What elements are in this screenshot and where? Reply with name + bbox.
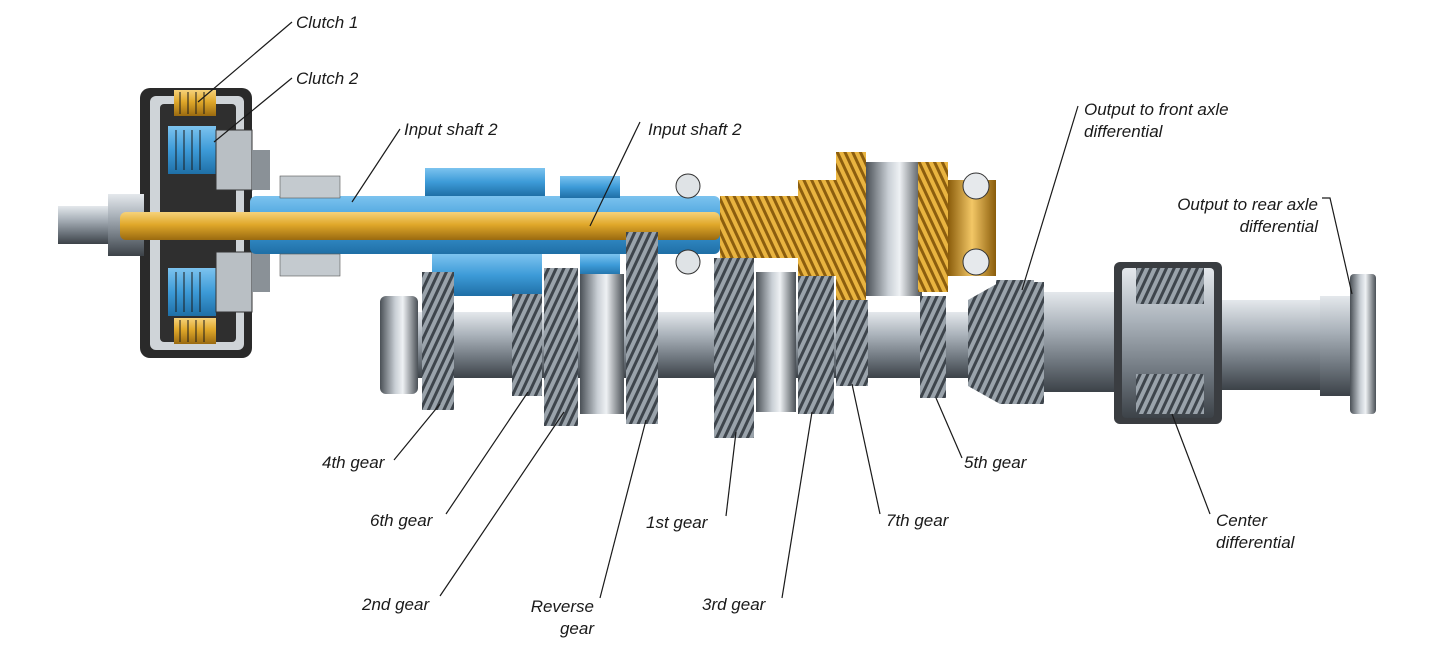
clutch1-plates-top (174, 90, 216, 116)
label-output-rear-line1: Output to rear axle (1177, 195, 1318, 214)
label-5th-gear: 5th gear (964, 453, 1027, 472)
clutch-assembly (140, 88, 270, 358)
label-7th-gear: 7th gear (886, 511, 949, 530)
label-output-front-line2: differential (1084, 122, 1163, 141)
label-center-differential: Center differential (1216, 510, 1294, 554)
solid-input-shaft-gold (120, 152, 996, 304)
label-output-rear-line2: differential (1239, 217, 1318, 236)
label-clutch-2: Clutch 2 (296, 69, 359, 88)
label-3rd-gear: 3rd gear (702, 595, 766, 614)
label-reverse-line2: gear (559, 619, 594, 638)
front-output-bevel (968, 280, 1044, 404)
gear-3rd-body (798, 276, 834, 414)
synchro-2 (756, 272, 796, 412)
label-4th-gear: 4th gear (322, 453, 385, 472)
label-reverse-line1: Reverse (530, 597, 594, 616)
gear-2nd-body (544, 268, 578, 426)
gear-5th-body (920, 296, 946, 398)
center-differential-housing (1044, 262, 1322, 424)
gear-reverse-body (626, 232, 658, 424)
label-1st-gear: 1st gear (646, 513, 708, 532)
gear-4th-body (422, 272, 454, 410)
clutch1-plates-bottom (174, 318, 216, 344)
label-output-front-axle: Output to front axle differential (1084, 99, 1229, 143)
gear-7th-body (836, 300, 868, 386)
synchro-1 (580, 274, 624, 414)
gear-1st-body (714, 258, 754, 438)
label-center-line1: Center (1216, 511, 1268, 530)
label-clutch-1: Clutch 1 (296, 13, 359, 32)
label-output-front-line1: Output to front axle (1084, 100, 1229, 119)
label-input-shaft-2-left: Input shaft 2 (404, 120, 498, 139)
label-6th-gear: 6th gear (370, 511, 433, 530)
leader-lines (197, 21, 1353, 599)
gear-6th-body (512, 294, 542, 396)
label-reverse-gear: Reverse gear (500, 596, 594, 640)
label-input-shaft-2-right: Input shaft 2 (648, 120, 742, 139)
rear-output-flange (1320, 274, 1376, 414)
output-shaft (380, 296, 980, 394)
label-center-line2: differential (1216, 533, 1295, 552)
label-2nd-gear: 2nd gear (362, 595, 430, 614)
label-output-rear-axle: Output to rear axle differential (1150, 194, 1318, 238)
